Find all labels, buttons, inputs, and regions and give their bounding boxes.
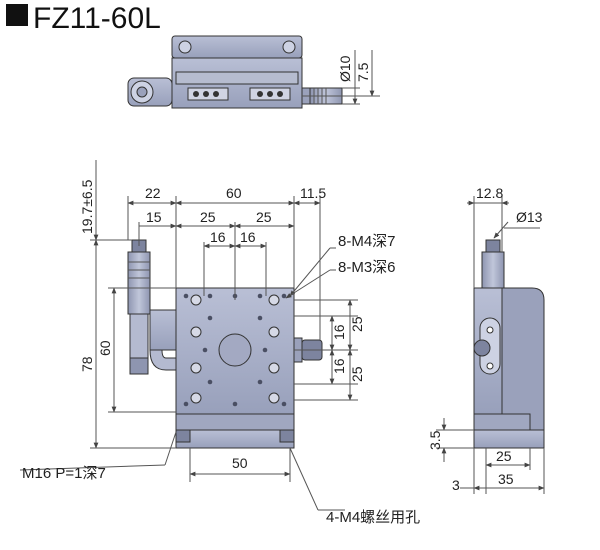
side-view-micrometer-cap xyxy=(485,239,501,253)
side-view: 12.8 Ø13 3.5 3 25 35 xyxy=(427,185,545,494)
m4-hole xyxy=(268,362,280,374)
top-view-hole-left xyxy=(178,40,192,54)
note-mounting-holes: 4-M4螺丝用孔 xyxy=(326,509,420,526)
m3-hole xyxy=(183,401,189,407)
side-dim-25: 25 xyxy=(496,448,512,464)
dim-60: 60 xyxy=(226,185,242,201)
dim-22: 22 xyxy=(145,185,161,201)
front-view-lower-plate xyxy=(175,413,295,431)
m3-hole xyxy=(257,293,263,299)
front-view-micrometer xyxy=(127,251,151,315)
side-dim-3: 3 xyxy=(452,477,460,493)
side-dim-12-8: 12.8 xyxy=(476,185,503,201)
callout-m4: 8-M4深7 xyxy=(338,233,396,250)
top-view-screw xyxy=(257,91,263,97)
note-m16: M16 P=1深7 xyxy=(22,465,106,482)
dim-11-5: 11.5 xyxy=(300,185,326,201)
top-view-screw xyxy=(213,91,219,97)
dim-50: 50 xyxy=(232,455,248,471)
top-view-hole-right xyxy=(282,40,296,54)
side-dim-diameter-13: Ø13 xyxy=(516,209,543,225)
m4-hole xyxy=(268,392,280,404)
m3-hole xyxy=(281,293,287,299)
side-dim-35: 35 xyxy=(498,471,514,487)
side-view-lower-plate xyxy=(473,413,531,431)
top-view-dim-height: 7.5 xyxy=(355,62,371,82)
dim-78: 78 xyxy=(79,356,95,372)
top-view-screw xyxy=(267,91,273,97)
m3-hole xyxy=(207,315,213,321)
m4-hole xyxy=(190,362,202,374)
side-view-lock-knob xyxy=(473,339,491,357)
top-view-screw xyxy=(277,91,283,97)
m4-hole xyxy=(268,326,280,338)
side-dim-3-5: 3.5 xyxy=(427,430,443,450)
top-view-screw xyxy=(203,91,209,97)
dim-15: 15 xyxy=(146,209,162,225)
side-view-slot-hole xyxy=(486,326,494,334)
front-view-lock-arm xyxy=(149,349,177,371)
dim-60-vertical: 60 xyxy=(97,340,113,356)
dim-16-right: 16 xyxy=(240,229,256,245)
front-view: 22 60 11.5 15 25 25 16 16 19.7±6.5 78 60… xyxy=(19,160,420,526)
front-view-micrometer-foot xyxy=(129,357,149,375)
m4-hole xyxy=(190,392,202,404)
dim-16-upper: 16 xyxy=(331,324,347,340)
front-view-base-foot xyxy=(175,429,191,443)
m4-hole xyxy=(190,326,202,338)
m3-hole xyxy=(281,401,287,407)
m3-hole xyxy=(257,315,263,321)
front-view-micrometer-sleeve xyxy=(129,313,149,359)
product-title: FZ11-60L xyxy=(6,2,161,36)
top-view-lock-knob-center xyxy=(136,86,148,98)
side-view-slot-hole xyxy=(486,362,494,370)
dim-19-7: 19.7±6.5 xyxy=(79,179,95,234)
callout-m3: 8-M3深6 xyxy=(338,259,396,276)
m3-hole xyxy=(232,401,238,407)
m3-hole xyxy=(262,347,268,353)
m3-hole xyxy=(202,347,208,353)
dim-16-left: 16 xyxy=(210,229,226,245)
top-view-screw xyxy=(193,91,199,97)
dim-25-right: 25 xyxy=(256,209,272,225)
m4-hole xyxy=(190,294,202,306)
top-view: Ø10 7.5 xyxy=(127,35,380,109)
front-view-lock-block xyxy=(149,309,177,351)
title-square-icon xyxy=(6,4,28,26)
front-view-base-foot xyxy=(279,429,295,443)
side-view-bracket xyxy=(501,287,545,431)
m3-hole xyxy=(207,379,213,385)
dim-25-upper: 25 xyxy=(349,316,365,332)
dim-25-lower: 25 xyxy=(349,366,365,382)
m3-hole xyxy=(207,293,213,299)
m3-hole xyxy=(183,293,189,299)
top-view-dim-diameter: Ø10 xyxy=(337,55,353,82)
top-view-rail xyxy=(175,71,299,85)
side-view-base xyxy=(473,429,545,449)
title-text: FZ11-60L xyxy=(33,2,161,35)
dim-16-lower: 16 xyxy=(331,358,347,374)
m4-hole xyxy=(268,294,280,306)
front-view-base xyxy=(175,429,295,449)
m3-hole xyxy=(257,379,263,385)
dim-25-left: 25 xyxy=(200,209,216,225)
side-view-micrometer xyxy=(481,251,505,289)
front-view-center-hole xyxy=(218,333,252,367)
